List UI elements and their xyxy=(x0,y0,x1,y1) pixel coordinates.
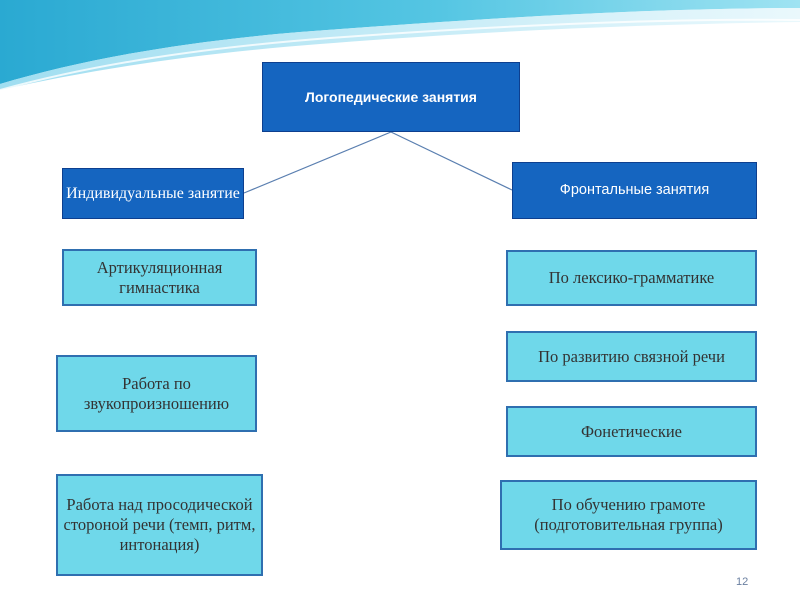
branch-frontal: Фронтальные занятия xyxy=(512,162,757,219)
root-node-label: Логопедические занятия xyxy=(305,88,477,105)
frontal-item-coherent-speech: По развитию связной речи xyxy=(506,331,757,382)
frontal-item-lexico-grammar-label: По лексико-грамматике xyxy=(548,268,715,288)
individual-item-prosody: Работа над просодической стороной речи (… xyxy=(56,474,263,576)
individual-item-articulation-label: Артикуляционная гимнастика xyxy=(96,257,223,297)
frontal-item-phonetic: Фонетические xyxy=(506,406,757,457)
root-node: Логопедические занятия xyxy=(262,62,520,132)
individual-item-prosody-label: Работа над просодической стороной речи (… xyxy=(63,495,256,554)
branch-individual: Индивидуальные занятие xyxy=(62,168,244,219)
connector-root-to-individual xyxy=(243,131,392,194)
individual-item-articulation: Артикуляционная гимнастика xyxy=(62,249,257,306)
page-number: 12 xyxy=(736,576,749,588)
branch-individual-label: Индивидуальные занятие xyxy=(66,184,240,202)
frontal-item-coherent-speech-label: По развитию связной речи xyxy=(538,346,725,366)
decorative-wave-banner xyxy=(0,0,800,90)
frontal-item-lexico-grammar: По лексико-грамматике xyxy=(506,250,757,306)
frontal-item-literacy-label: По обучению грамоте (подготовительная гр… xyxy=(534,495,723,534)
frontal-item-phonetic-label: Фонетические xyxy=(580,421,682,441)
frontal-item-literacy: По обучению грамоте (подготовительная гр… xyxy=(500,480,757,550)
individual-item-pronunciation-label: Работа по звукопроизношению xyxy=(83,373,230,413)
connector-root-to-frontal xyxy=(390,131,513,191)
branch-frontal-label: Фронтальные занятия xyxy=(559,181,710,198)
individual-item-pronunciation: Работа по звукопроизношению xyxy=(56,355,257,432)
